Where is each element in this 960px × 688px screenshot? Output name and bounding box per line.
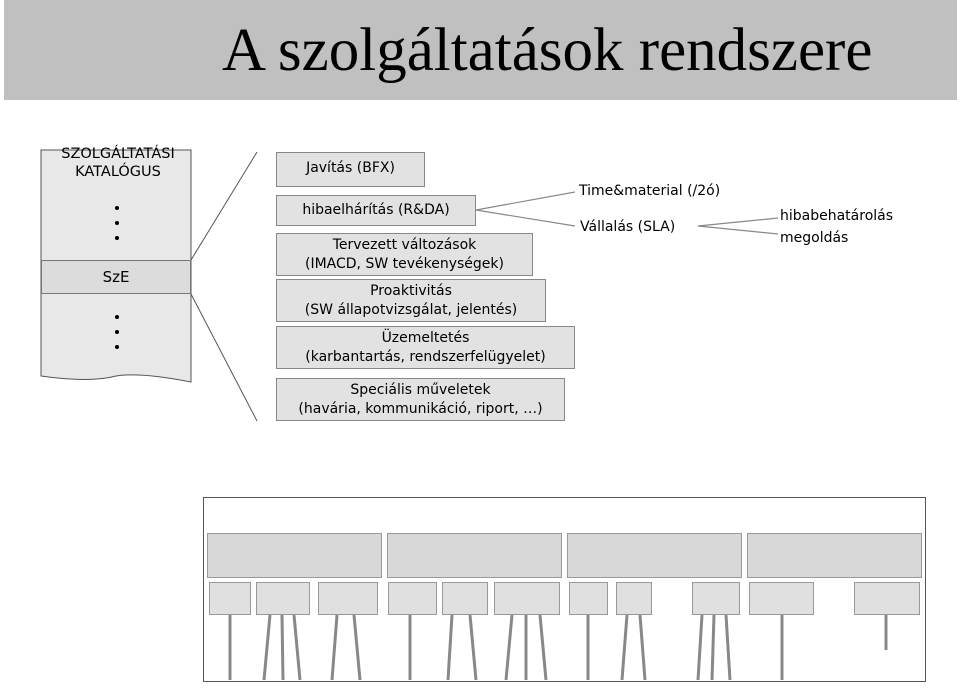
sla-label: Vállalás (SLA) bbox=[580, 219, 676, 235]
org-sub-box bbox=[256, 582, 310, 615]
zoom-line-bottom bbox=[190, 293, 258, 422]
org-chart-frame bbox=[203, 497, 926, 682]
title-bar bbox=[4, 0, 957, 100]
service-uzemeltetes[interactable]: Üzemeltetés (karbantartás, rendszerfelüg… bbox=[276, 326, 575, 369]
org-sub-box bbox=[616, 582, 652, 615]
org-sub-box bbox=[854, 582, 920, 615]
service-line: Speciális műveletek bbox=[350, 382, 491, 398]
ellipsis-dot bbox=[115, 345, 119, 349]
service-line: (IMACD, SW tevékenységek) bbox=[305, 256, 504, 272]
service-line: Üzemeltetés bbox=[381, 330, 470, 346]
catalog-item-sze[interactable]: SzE bbox=[41, 260, 191, 294]
service-line: Proaktivitás bbox=[370, 283, 452, 299]
ellipsis-dot bbox=[115, 236, 119, 240]
ellipsis-dot bbox=[115, 221, 119, 225]
org-top-box bbox=[567, 533, 742, 578]
org-sub-box bbox=[749, 582, 814, 615]
service-tervezett-valtozasok[interactable]: Tervezett változások (IMACD, SW tevékeny… bbox=[276, 233, 533, 276]
connector-sla-outcome-2 bbox=[697, 225, 779, 235]
service-line: Javítás (BFX) bbox=[306, 160, 395, 176]
org-top-box bbox=[387, 533, 562, 578]
catalog-heading-line-2: KATALÓGUS bbox=[75, 164, 161, 180]
ellipsis-dot bbox=[115, 315, 119, 319]
service-line: Tervezett változások bbox=[332, 237, 477, 253]
service-specialis-muveletek[interactable]: Speciális műveletek (havária, kommunikác… bbox=[276, 378, 565, 421]
ellipsis-dot bbox=[115, 206, 119, 210]
org-top-box bbox=[207, 533, 382, 578]
org-sub-box bbox=[318, 582, 378, 615]
time-material-label: Time&material (/2ó) bbox=[579, 183, 721, 199]
service-javitas[interactable]: Javítás (BFX) bbox=[276, 152, 425, 187]
connector-to-sla bbox=[475, 209, 576, 227]
service-hibaelharitas[interactable]: hibaelhárítás (R&DA) bbox=[276, 195, 476, 226]
org-sub-box bbox=[209, 582, 251, 615]
ellipsis-dot bbox=[115, 330, 119, 334]
org-top-box bbox=[747, 533, 922, 578]
service-line: (havária, kommunikáció, riport, …) bbox=[298, 401, 543, 417]
org-sub-box bbox=[692, 582, 740, 615]
service-proaktivitas[interactable]: Proaktivitás (SW állapotvizsgálat, jelen… bbox=[276, 279, 546, 322]
page-title: A szolgáltatások rendszere bbox=[222, 17, 873, 84]
org-sub-box bbox=[569, 582, 608, 615]
outcome-hibabehatarolas: hibabehatárolás bbox=[780, 208, 894, 224]
org-sub-box bbox=[494, 582, 560, 615]
connector-to-time-material bbox=[475, 191, 576, 211]
service-line: (karbantartás, rendszerfelügyelet) bbox=[305, 349, 546, 365]
outcome-megoldas: megoldás bbox=[780, 230, 849, 246]
catalog-heading: SZOLGÁLTATÁSI KATALÓGUS bbox=[28, 145, 208, 181]
catalog-heading-line-1: SZOLGÁLTATÁSI bbox=[61, 146, 175, 162]
org-sub-box bbox=[388, 582, 437, 615]
service-line: (SW állapotvizsgálat, jelentés) bbox=[304, 302, 518, 318]
connector-sla-outcome-1 bbox=[697, 217, 779, 227]
org-sub-box bbox=[442, 582, 488, 615]
service-line: hibaelhárítás (R&DA) bbox=[302, 202, 450, 218]
